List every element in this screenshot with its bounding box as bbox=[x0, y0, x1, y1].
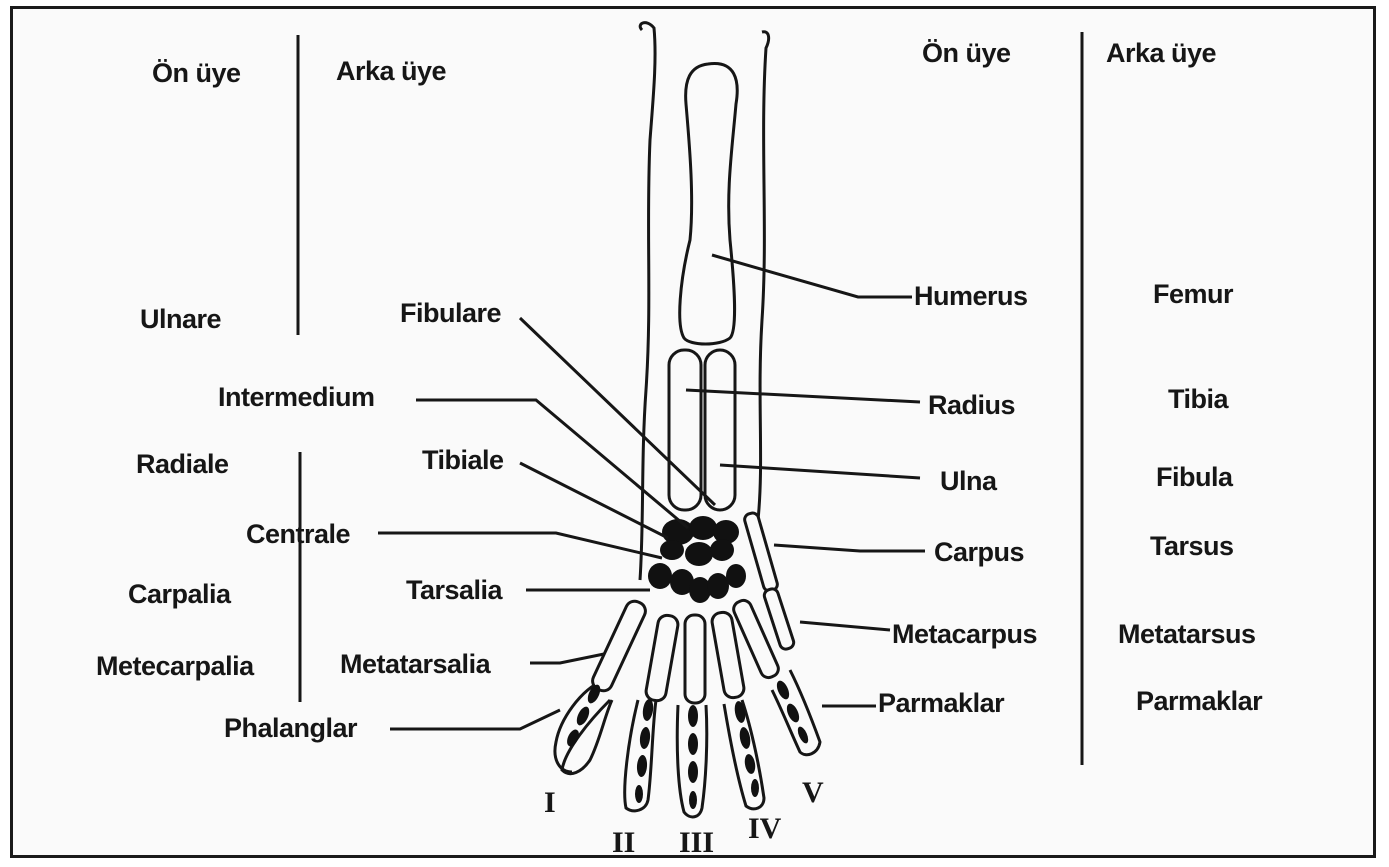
digit-numeral-5: V bbox=[802, 776, 824, 809]
digit-numeral-1: I bbox=[544, 786, 556, 819]
left-header-hind: Arka üye bbox=[336, 56, 447, 86]
label-ulnare: Ulnare bbox=[140, 304, 222, 334]
label-tibia: Tibia bbox=[1168, 384, 1230, 414]
digit-numeral-3: III bbox=[679, 826, 714, 859]
label-tibiale: Tibiale bbox=[422, 445, 504, 475]
label-metacarpalia: Metecarpalia bbox=[96, 651, 255, 681]
label-fibula: Fibula bbox=[1156, 462, 1234, 492]
label-radius: Radius bbox=[928, 390, 1015, 420]
digit-numeral-4: IV bbox=[748, 812, 782, 845]
left-header-fore: Ön üye bbox=[152, 58, 241, 88]
label-metacarpus: Metacarpus bbox=[892, 619, 1037, 649]
label-phalanges: Phalanglar bbox=[224, 713, 358, 743]
label-fibulare: Fibulare bbox=[400, 298, 502, 328]
label-ulna: Ulna bbox=[940, 466, 998, 496]
label-femur: Femur bbox=[1153, 279, 1234, 309]
label-carpus: Carpus bbox=[934, 537, 1024, 567]
label-parmaklar-hind: Parmaklar bbox=[1136, 686, 1263, 716]
label-centrale: Centrale bbox=[246, 519, 351, 549]
ulna-bone bbox=[705, 350, 735, 510]
label-parmaklar-fore: Parmaklar bbox=[878, 688, 1005, 718]
humerus-bone bbox=[680, 63, 737, 344]
label-radiale: Radiale bbox=[136, 449, 229, 479]
label-tarsus: Tarsus bbox=[1150, 531, 1234, 561]
label-intermedium: Intermedium bbox=[218, 382, 375, 412]
right-header-fore: Ön üye bbox=[922, 38, 1011, 68]
digit-numeral-2: II bbox=[612, 826, 635, 859]
label-tarsalia: Tarsalia bbox=[406, 575, 504, 605]
label-metatarsus: Metatarsus bbox=[1118, 619, 1256, 649]
label-carpalia: Carpalia bbox=[128, 579, 232, 609]
right-header-hind: Arka üye bbox=[1106, 38, 1217, 68]
label-humerus: Humerus bbox=[914, 281, 1028, 311]
carpal-bones bbox=[648, 516, 746, 603]
label-metatarsalia: Metatarsalia bbox=[340, 649, 492, 679]
